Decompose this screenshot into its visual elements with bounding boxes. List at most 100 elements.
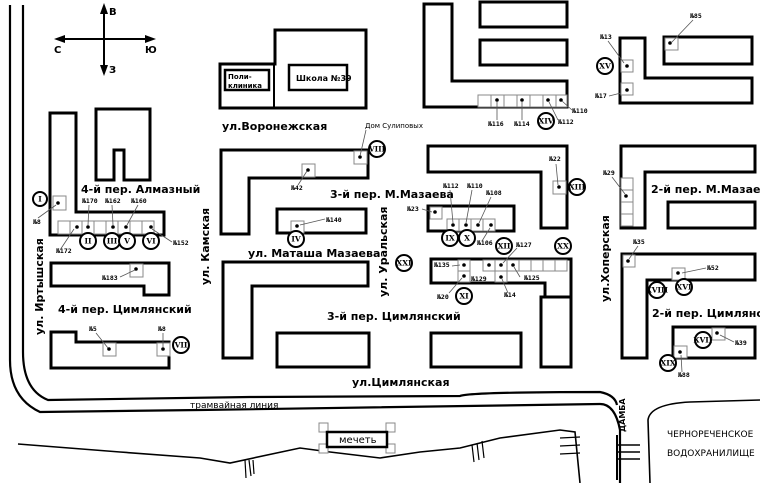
house-140: №140	[325, 216, 342, 224]
house-108: №108	[485, 189, 502, 197]
tram-line-label: трамвайная линия	[190, 401, 278, 411]
sector-21[interactable]: XXI	[396, 259, 412, 268]
house-8-a: №8	[32, 218, 41, 226]
sector-15[interactable]: XV	[599, 62, 611, 71]
house-5: №5	[88, 325, 97, 333]
sector-8[interactable]: VIII	[368, 145, 386, 154]
polyclinic-label-1: Поли-	[228, 73, 252, 81]
block-mazaeva-2	[666, 200, 757, 230]
compass-south: З	[109, 65, 116, 76]
sector-1[interactable]: I	[38, 195, 42, 204]
street-tsimlyansky-2: 2-й пер. Цимлянский	[652, 307, 760, 320]
house-52: №52	[706, 264, 719, 272]
house-135: №135	[433, 261, 450, 269]
sector-14[interactable]: XIV	[538, 117, 553, 126]
block-140	[275, 207, 368, 235]
block-13-17	[618, 36, 754, 105]
sector-10[interactable]: X	[464, 234, 470, 243]
reservoir-label-1: ЧЕРНОРЕЧЕНСКОЕ	[667, 430, 754, 440]
block-85	[662, 35, 754, 66]
polyclinic[interactable]	[223, 68, 271, 92]
sector-2[interactable]: II	[84, 237, 92, 246]
sector-13[interactable]: XIII	[569, 183, 586, 192]
house-39: №39	[734, 339, 747, 347]
sector-12[interactable]: XII	[498, 242, 511, 251]
roads	[8, 5, 760, 483]
sector-20[interactable]: XX	[557, 242, 569, 251]
house-88: №88	[677, 371, 690, 379]
house-106: №106	[476, 239, 493, 247]
house-17: №17	[594, 92, 607, 100]
house-42: №42	[290, 184, 303, 192]
arrow-left-icon	[54, 35, 65, 43]
sector-4[interactable]: IV	[291, 235, 301, 244]
house-183: №183	[101, 274, 118, 282]
block-strip-right	[539, 295, 573, 369]
arrow-right-icon	[145, 35, 156, 43]
street-tsimlyanskaya: ул.Цимлянская	[352, 376, 450, 389]
house-152: №152	[172, 239, 189, 247]
house-112-a: №112	[557, 118, 574, 126]
sector-19[interactable]: XIX	[660, 359, 675, 368]
school-label: Школа №39	[296, 74, 352, 83]
street-khoperskaya: ул.Хоперская	[599, 215, 612, 302]
block-top-1	[478, 0, 569, 29]
house-172: №172	[55, 247, 72, 255]
block-l-center	[221, 260, 370, 360]
house-8-b: №8	[157, 325, 166, 333]
house-110-a: №110	[571, 107, 588, 115]
house-129: №129	[470, 275, 487, 283]
house-20: №20	[436, 293, 449, 301]
sector-18[interactable]: XVIII	[646, 286, 669, 295]
street-almazny-4: 4-й пер. Алмазный	[81, 183, 200, 196]
polyclinic-label-2: клиника	[228, 82, 262, 90]
house-162: №162	[104, 197, 121, 205]
block-e-shape	[422, 2, 569, 109]
lots-row-9	[446, 218, 496, 232]
house-112-b: №112	[442, 182, 459, 190]
sector-11[interactable]: XI	[459, 292, 469, 301]
block-u-shape	[94, 107, 152, 182]
street-mazaeva-2: 2-й пер. М.Мазаева	[651, 183, 760, 196]
mosque[interactable]: мечеть	[318, 422, 396, 454]
lots-row-12	[457, 259, 568, 283]
sector-7[interactable]: VII	[174, 341, 188, 350]
street-uralskaya: ул. Уральская	[377, 207, 390, 298]
block-29	[619, 144, 757, 230]
compass-west: С	[54, 45, 61, 56]
sector-5[interactable]: V	[123, 237, 130, 246]
house-22: №22	[548, 155, 561, 163]
house-35: №35	[632, 238, 645, 246]
house-127: №127	[515, 241, 532, 249]
house-116: №116	[487, 120, 504, 128]
street-irtyshskaya: ул. Иртышская	[33, 238, 46, 335]
dam-label: ДАМБА	[618, 398, 627, 432]
house-160: №160	[130, 197, 147, 205]
block-top-2	[478, 38, 569, 67]
lots-row-14	[477, 94, 568, 108]
arrow-up-icon	[100, 3, 108, 14]
sector-16[interactable]: XVI	[676, 283, 692, 292]
school-39[interactable]	[287, 63, 349, 92]
compass-north: В	[109, 7, 117, 18]
house-23: №23	[406, 205, 419, 213]
house-14: №14	[503, 291, 516, 299]
sector-17[interactable]: XVII	[694, 336, 713, 345]
sector-6[interactable]: VI	[145, 237, 156, 246]
house-170: №170	[81, 197, 98, 205]
sector-9[interactable]: IX	[445, 234, 455, 243]
compass-rose: В З С Ю	[54, 3, 157, 76]
compass-east: Ю	[145, 45, 157, 56]
house-110-b: №110	[466, 182, 483, 190]
block-22	[426, 144, 569, 230]
house-13: №13	[599, 33, 612, 41]
house-29: №29	[602, 169, 615, 177]
block-35-52	[620, 252, 757, 360]
street-mazaeva-3: 3-й пер. М.Мазаева	[330, 188, 454, 201]
sector-3[interactable]: III	[107, 237, 118, 246]
house-125: №125	[523, 274, 540, 282]
street-matasha-mazaeva: ул. Маташа Мазаева	[248, 247, 380, 260]
street-kamskaya: ул. Камская	[199, 208, 212, 285]
block-south-1	[275, 331, 371, 369]
